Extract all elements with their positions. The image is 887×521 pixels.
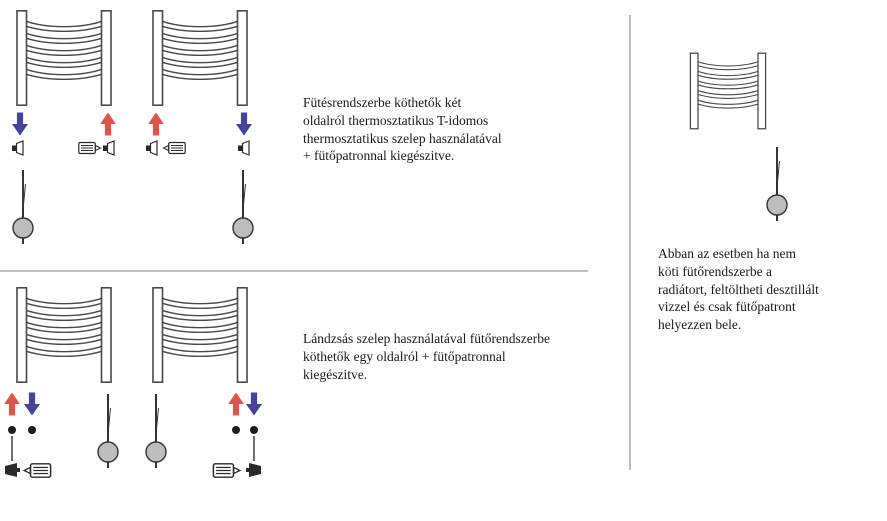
flow-up-arrow-icon bbox=[100, 112, 116, 136]
t-valve-icon bbox=[12, 140, 24, 156]
pipe-dot bbox=[28, 426, 36, 434]
thermostatic-actuator-icon bbox=[23, 463, 52, 478]
pipe-dot bbox=[232, 426, 240, 434]
thermostatic-actuator-icon bbox=[212, 463, 241, 478]
thermostatic-actuator-icon bbox=[162, 141, 186, 155]
thermostatic-head bbox=[11, 168, 35, 246]
flow-up-arrow-icon bbox=[4, 392, 20, 416]
flow-down-arrow-icon bbox=[12, 112, 28, 136]
thermostatic-actuator-icon bbox=[78, 141, 102, 155]
radiator-drawing bbox=[153, 11, 247, 105]
radiator-drawing bbox=[17, 11, 111, 105]
thermostatic-head bbox=[765, 145, 789, 223]
caption-one-sided-connection: Lándzsás szelep használatával fütőrendsz… bbox=[303, 331, 551, 382]
caption-standalone-filling: Abban az esetben ha nem köti fütőrendsze… bbox=[658, 246, 819, 333]
pipe-dot bbox=[8, 426, 16, 434]
radiator-drawing bbox=[17, 288, 111, 382]
thermostatic-head bbox=[144, 392, 168, 470]
one-sided-connection-diagram bbox=[4, 288, 262, 478]
lance-valve-icon bbox=[5, 463, 20, 477]
flow-down-arrow-icon bbox=[24, 392, 40, 416]
pipe-dot bbox=[250, 426, 258, 434]
two-sided-connection-diagram bbox=[11, 11, 255, 246]
radiator-drawing bbox=[690, 53, 765, 129]
radiator-drawing bbox=[153, 288, 247, 382]
flow-up-arrow-icon bbox=[228, 392, 244, 416]
flow-down-arrow-icon bbox=[246, 392, 262, 416]
lance-valve-icon bbox=[246, 463, 261, 477]
thermostatic-head bbox=[96, 392, 120, 470]
t-valve-icon bbox=[146, 140, 158, 156]
t-valve-icon bbox=[238, 140, 250, 156]
flow-down-arrow-icon bbox=[236, 112, 252, 136]
standalone-radiator-diagram bbox=[690, 53, 789, 223]
t-valve-icon bbox=[103, 140, 115, 156]
flow-up-arrow-icon bbox=[148, 112, 164, 136]
caption-two-sided-connection: Fütésrendszerbe köthetők két oldalról th… bbox=[303, 95, 502, 164]
thermostatic-head bbox=[231, 168, 255, 246]
